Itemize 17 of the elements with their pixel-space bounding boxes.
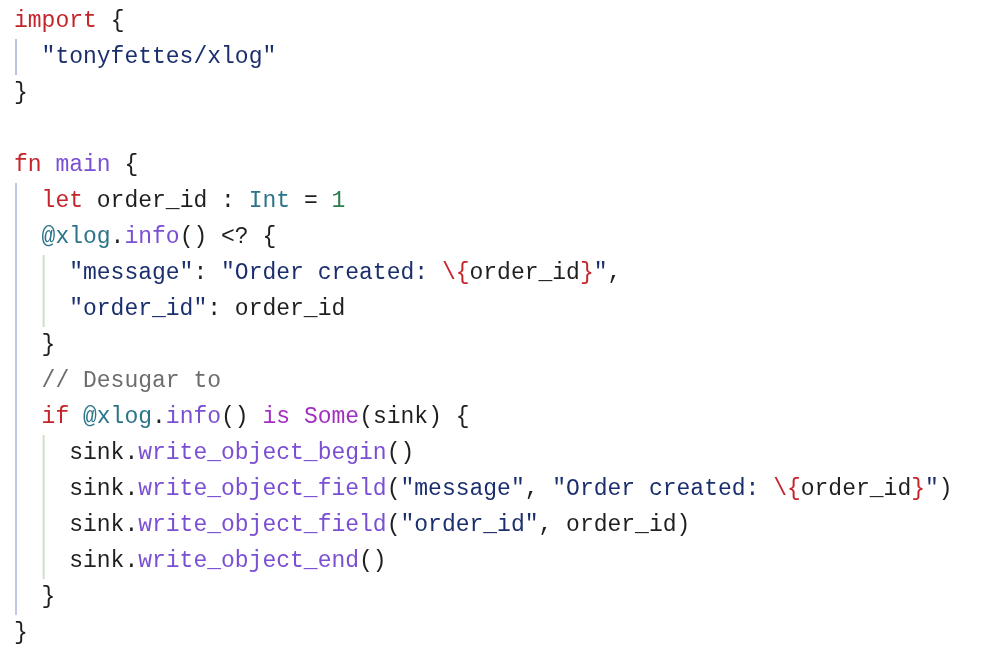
- code-line: sink.write_object_field("message", "Order created: \{order_id}"): [69, 475, 953, 504]
- code-line: "tonyfettes/xlog": [41, 43, 277, 72]
- code-line: // Desugar to: [41, 367, 222, 396]
- code-line: sink.write_object_field("order_id", order_id): [69, 511, 691, 540]
- code-line: let order_id : Int = 1: [41, 187, 346, 216]
- code-line: sink.write_object_begin(): [69, 439, 415, 468]
- code-line: }: [14, 619, 28, 648]
- code-line: fn main {: [14, 151, 139, 180]
- code-line: }: [41, 331, 56, 360]
- code-line: "message": "Order created: \{order_id}",: [69, 259, 622, 288]
- code-line: import {: [14, 7, 125, 36]
- code-line: @xlog.info() <? {: [41, 223, 277, 252]
- code-line: }: [14, 79, 28, 108]
- code-line: }: [41, 583, 56, 612]
- code-line: sink.write_object_end(): [69, 547, 387, 576]
- code-line: "order_id": order_id: [69, 295, 346, 324]
- code-line: if @xlog.info() is Some(sink) {: [41, 403, 470, 432]
